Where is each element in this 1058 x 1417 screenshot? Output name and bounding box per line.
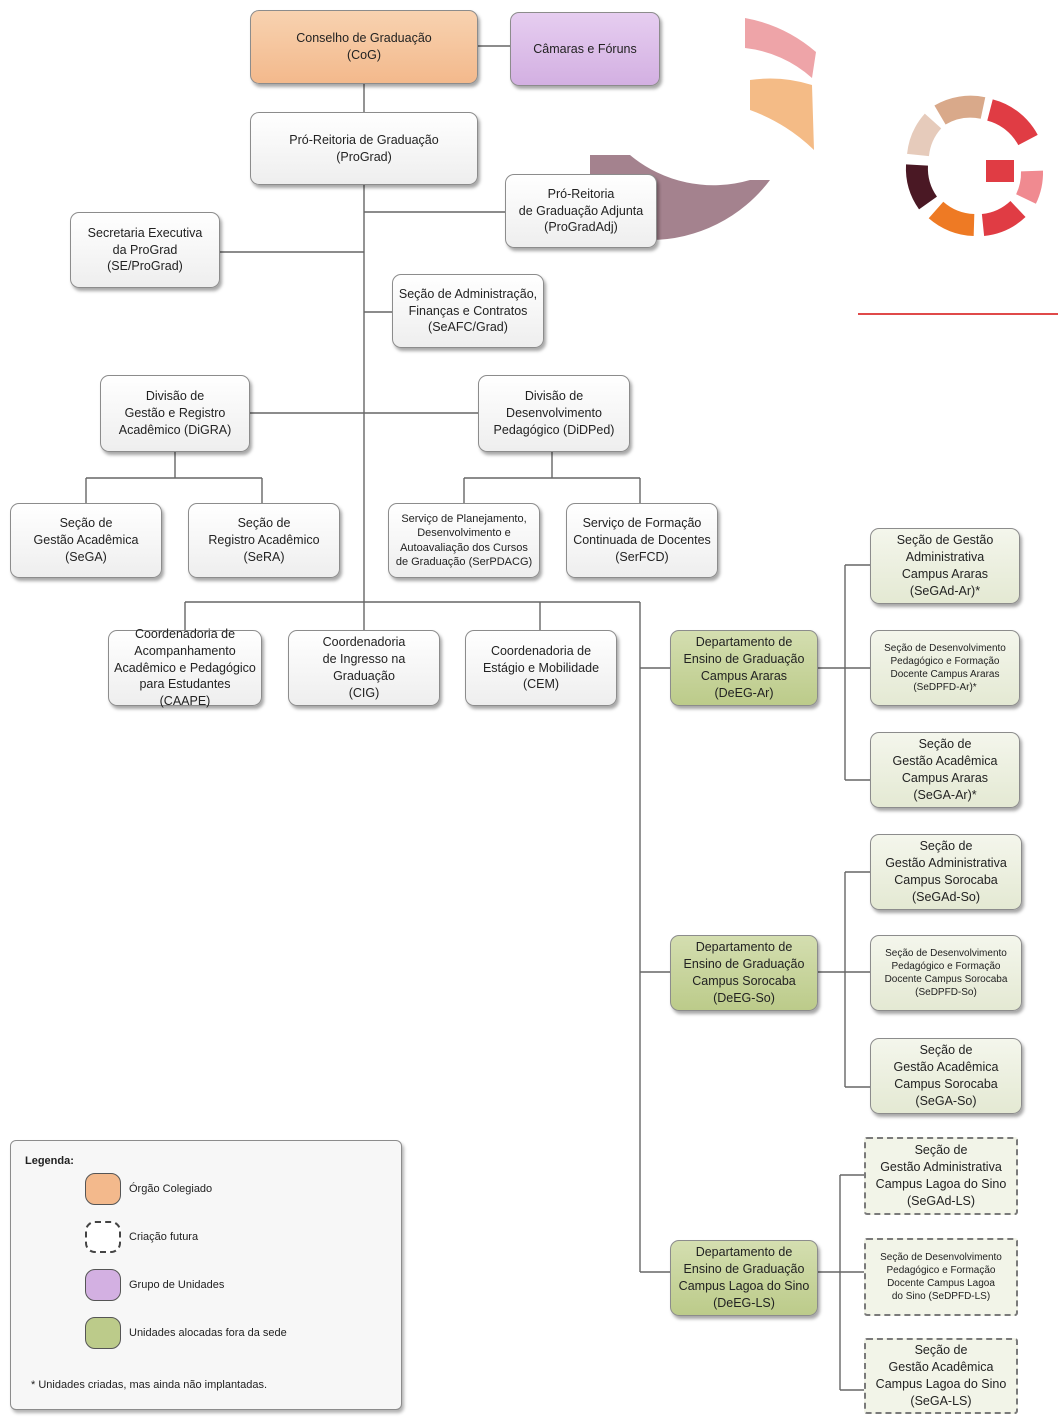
legend: Legenda: Órgão Colegiado Criação futura … — [10, 1140, 402, 1410]
node-segad-ls: Seção de Gestão Administrativa Campus La… — [864, 1137, 1018, 1215]
node-segad-ls-label: Seção de Gestão Administrativa Campus La… — [875, 1143, 1007, 1208]
legend-swatch-futura — [85, 1221, 121, 1253]
node-caape: Coordenadoria de Acompanhamento Acadêmic… — [108, 627, 262, 708]
legend-swatch-grupo — [85, 1269, 121, 1301]
node-caape-label: Coordenadoria de Acompanhamento Acadêmic… — [114, 626, 256, 709]
node-sega-so-label: Seção de Gestão Acadêmica Campus Sorocab… — [893, 1043, 999, 1108]
node-deeg-so: Departamento de Ensino de Graduação Camp… — [670, 935, 818, 1011]
legend-label-futura: Criação futura — [129, 1231, 199, 1243]
node-sega-so: Seção de Gestão Acadêmica Campus Sorocab… — [870, 1038, 1022, 1114]
node-se-prograd: Secretaria Executiva da ProGrad (SE/ProG… — [70, 212, 220, 288]
legend-swatch-orgao — [85, 1173, 121, 1205]
decorative-red-line — [858, 313, 1058, 315]
node-cog: Conselho de Graduação (CoG) — [250, 10, 478, 84]
node-deeg-so-label: Departamento de Ensino de Graduação Camp… — [683, 940, 805, 1005]
node-sedpfd-ls-label: Seção de Desenvolvimento Pedagógico e Fo… — [880, 1252, 1002, 1302]
legend-label-grupo: Grupo de Unidades — [129, 1279, 225, 1291]
node-serpdacg: Serviço de Planejamento, Desenvolvimento… — [388, 503, 540, 578]
node-didped: Divisão de Desenvolvimento Pedagógico (D… — [478, 375, 630, 452]
node-serfcd: Serviço de Formação Continuada de Docent… — [566, 503, 718, 578]
node-camaras-foruns: Câmaras e Fóruns — [510, 12, 660, 86]
node-sega-ls: Seção de Gestão Acadêmica Campus Lagoa d… — [864, 1338, 1018, 1414]
node-deeg-ls-label: Departamento de Ensino de Graduação Camp… — [678, 1245, 810, 1310]
node-segad-ar: Seção de Gestão Administrativa Campus Ar… — [870, 528, 1020, 604]
node-prograd: Pró-Reitoria de Graduação (ProGrad) — [250, 112, 478, 185]
node-serpdacg-label: Serviço de Planejamento, Desenvolvimento… — [395, 512, 533, 568]
node-cem-label: Coordenadoria de Estágio e Mobilidade (C… — [482, 643, 600, 692]
node-deeg-ls: Departamento de Ensino de Graduação Camp… — [670, 1240, 818, 1316]
node-sega-label: Seção de Gestão Acadêmica (SeGA) — [33, 516, 139, 564]
node-cig-label: Coordenadoria de Ingresso na Graduação (… — [322, 635, 406, 700]
legend-label-fora: Unidades alocadas fora da sede — [129, 1327, 287, 1339]
node-sega: Seção de Gestão Acadêmica (SeGA) — [10, 503, 162, 578]
node-prograd-label: Pró-Reitoria de Graduação (ProGrad) — [289, 132, 439, 164]
node-sedpfd-so-label: Seção de Desenvolvimento Pedagógico e Fo… — [884, 948, 1008, 998]
node-cog-label: Conselho de Graduação (CoG) — [296, 31, 432, 62]
node-seafc-label: Seção de Administração, Finanças e Contr… — [398, 286, 538, 335]
legend-title: Legenda: — [25, 1155, 74, 1167]
node-sedpfd-ar-label: Seção de Desenvolvimento Pedagógico e Fo… — [884, 643, 1006, 693]
node-digra-label: Divisão de Gestão e Registro Acadêmico (… — [118, 389, 232, 437]
node-deeg-ar: Departamento de Ensino de Graduação Camp… — [670, 630, 818, 706]
prograd-logo-icon — [905, 95, 1043, 236]
node-progradadj: Pró-Reitoria de Graduação Adjunta (ProGr… — [505, 174, 657, 248]
node-cem: Coordenadoria de Estágio e Mobilidade (C… — [465, 630, 617, 706]
node-segad-ar-label: Seção de Gestão Administrativa Campus Ar… — [896, 533, 994, 598]
node-seafc: Seção de Administração, Finanças e Contr… — [392, 274, 544, 348]
node-se-label: Secretaria Executiva da ProGrad (SE/ProG… — [87, 225, 203, 274]
node-sedpfd-ar: Seção de Desenvolvimento Pedagógico e Fo… — [870, 630, 1020, 706]
node-segad-so-label: Seção de Gestão Administrativa Campus So… — [885, 839, 1007, 904]
legend-note: * Unidades criadas, mas ainda não implan… — [31, 1379, 268, 1391]
node-sega-ar-label: Seção de Gestão Acadêmica Campus Araras … — [892, 737, 998, 802]
legend-label-orgao: Órgão Colegiado — [129, 1183, 213, 1195]
node-deeg-ar-label: Departamento de Ensino de Graduação Camp… — [683, 635, 805, 700]
node-sera-label: Seção de Registro Acadêmico (SeRA) — [208, 516, 320, 564]
node-cig: Coordenadoria de Ingresso na Graduação (… — [288, 630, 440, 706]
node-sera: Seção de Registro Acadêmico (SeRA) — [188, 503, 340, 578]
node-serfcd-label: Serviço de Formação Continuada de Docent… — [573, 516, 711, 564]
legend-swatch-fora — [85, 1317, 121, 1349]
node-digra: Divisão de Gestão e Registro Acadêmico (… — [100, 375, 250, 452]
node-sedpfd-so: Seção de Desenvolvimento Pedagógico e Fo… — [870, 935, 1022, 1011]
node-didped-label: Divisão de Desenvolvimento Pedagógico (D… — [493, 389, 615, 437]
node-sedpfd-ls: Seção de Desenvolvimento Pedagógico e Fo… — [864, 1238, 1018, 1316]
node-camaras-label: Câmaras e Fóruns — [533, 41, 637, 56]
node-segad-so: Seção de Gestão Administrativa Campus So… — [870, 834, 1022, 910]
node-sega-ar: Seção de Gestão Acadêmica Campus Araras … — [870, 732, 1020, 808]
node-progradadj-label: Pró-Reitoria de Graduação Adjunta (ProGr… — [518, 186, 644, 235]
node-sega-ls-label: Seção de Gestão Acadêmica Campus Lagoa d… — [875, 1343, 1007, 1408]
